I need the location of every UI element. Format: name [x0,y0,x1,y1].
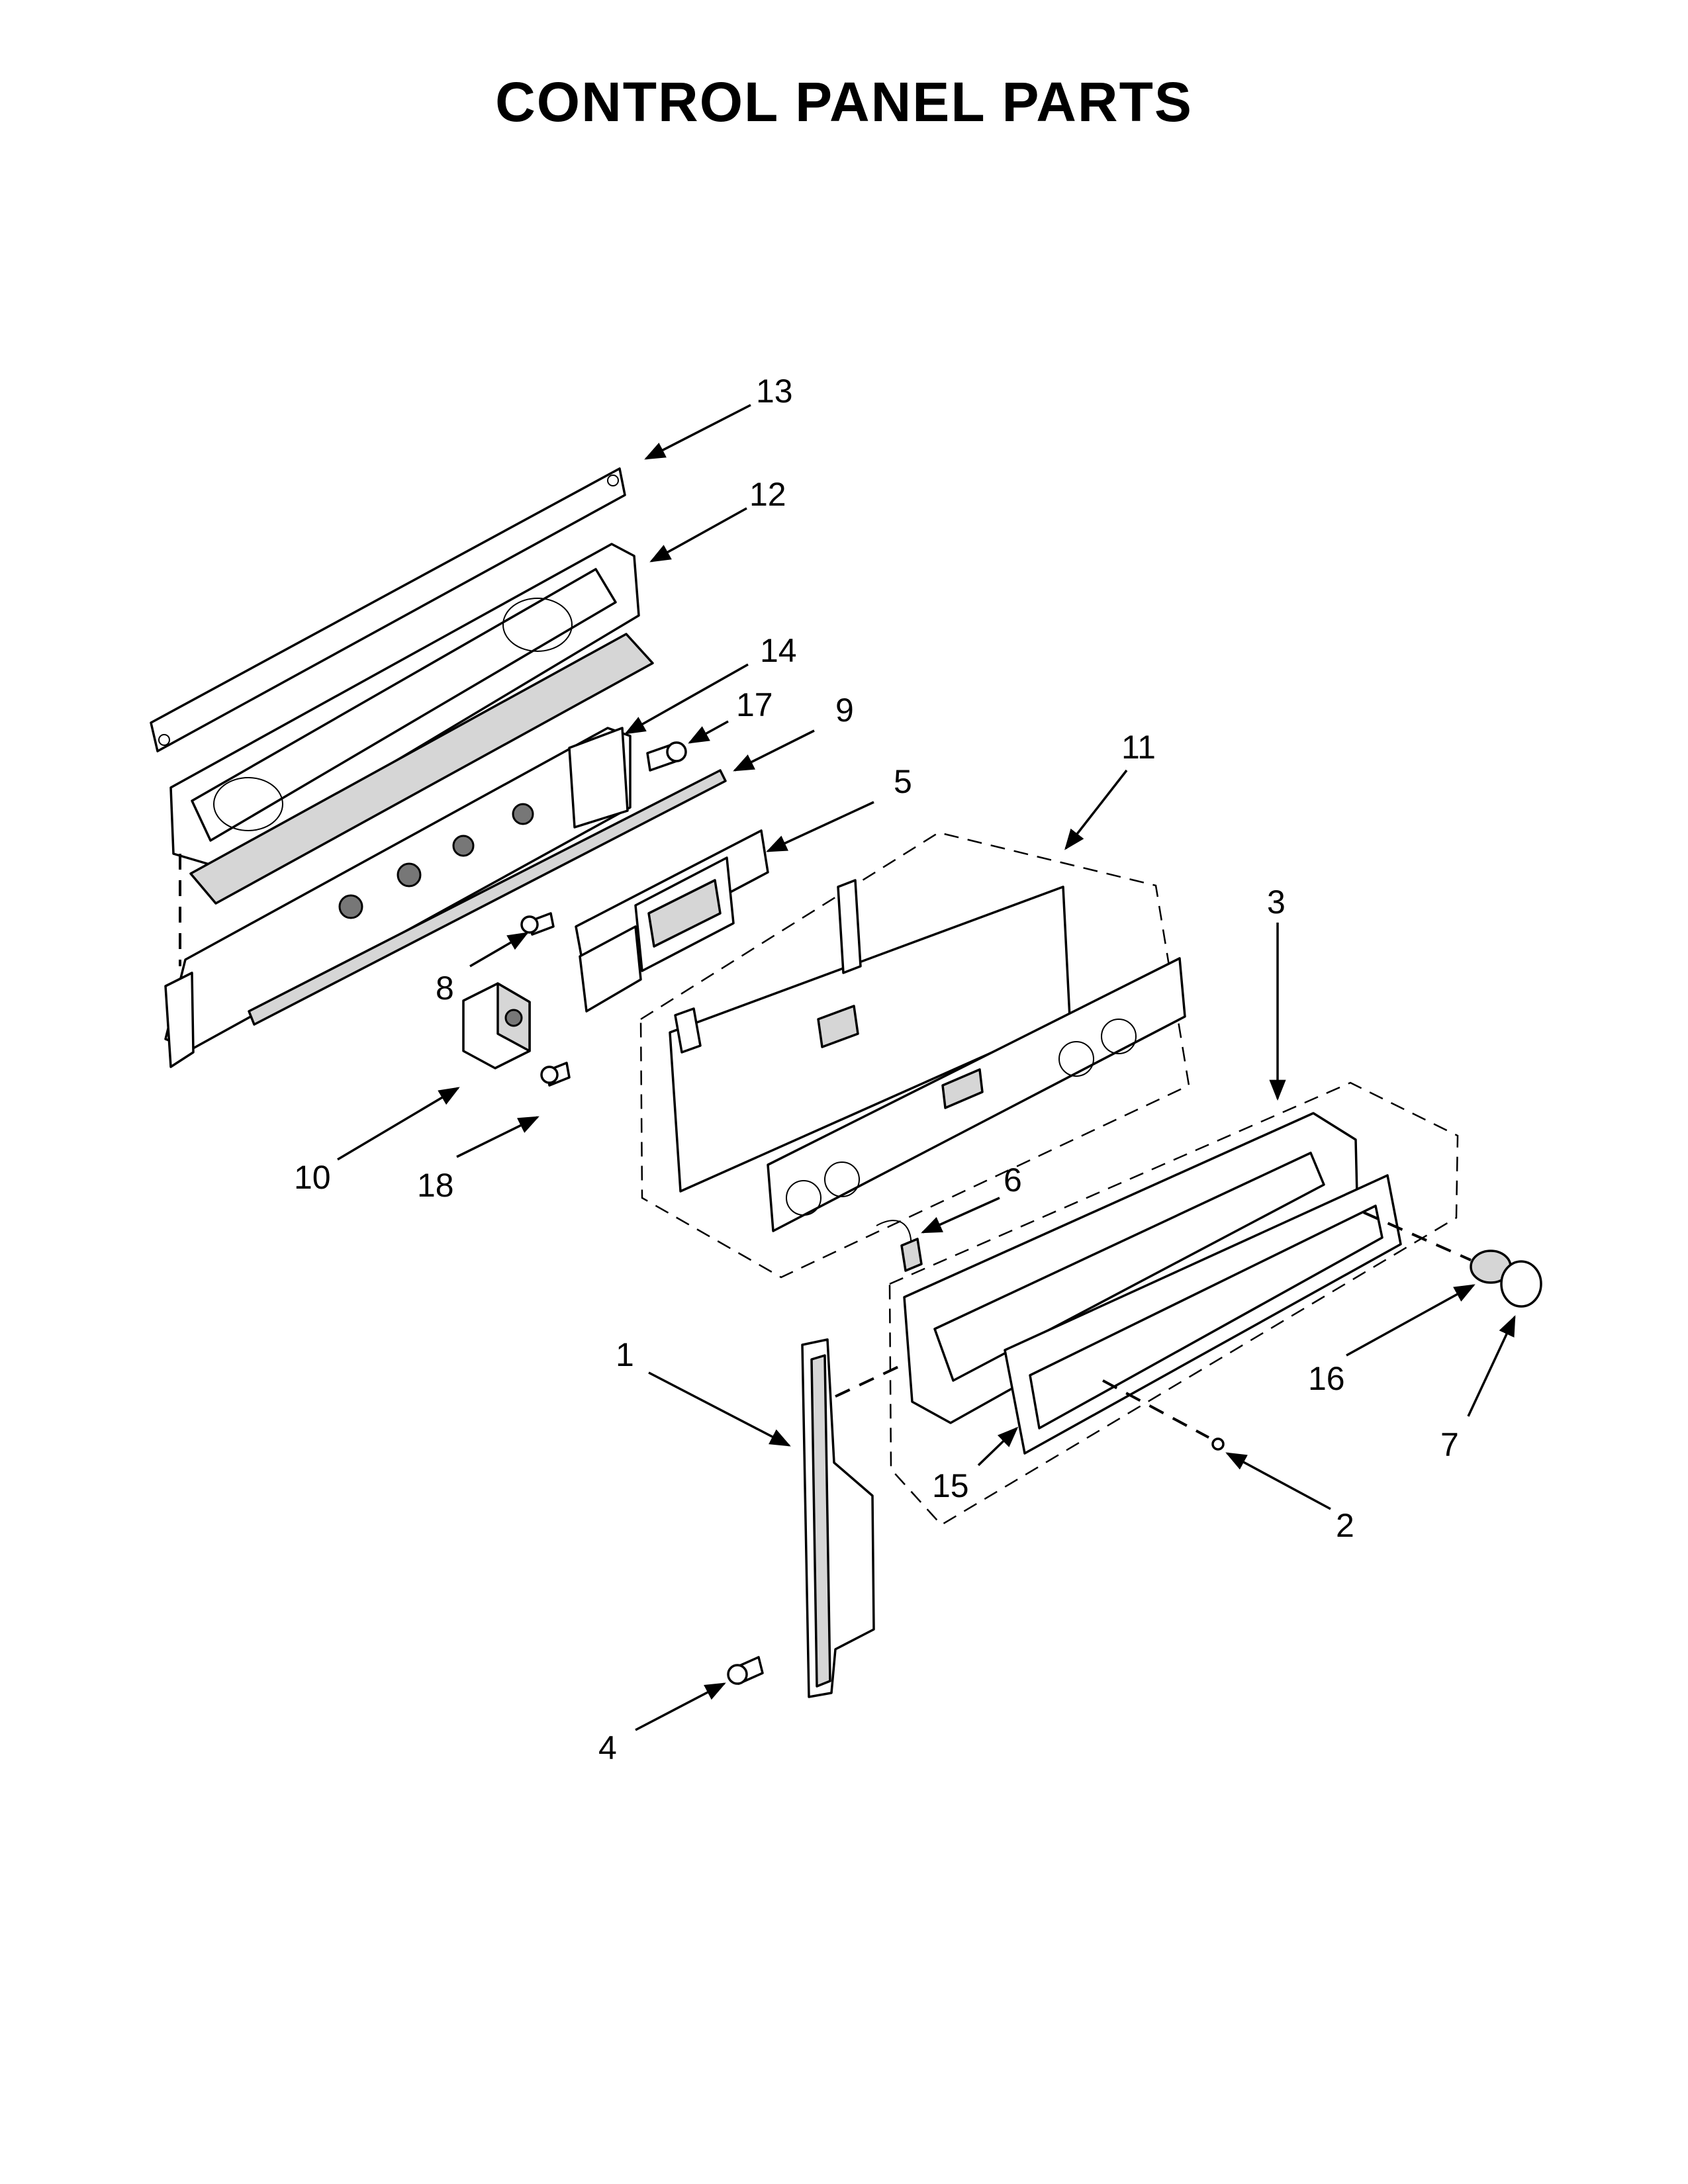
callout-2: 2 [1225,1452,1354,1544]
part-12-control-housing [169,543,654,905]
callout-label: 7 [1440,1426,1459,1463]
callout-label: 13 [756,373,793,410]
callout-label: 15 [932,1467,969,1504]
part-17-screw [646,741,687,772]
callout-13: 13 [644,373,793,460]
part-9-rail [248,769,727,1026]
callout-label: 3 [1267,884,1286,921]
part-4-screw [727,1656,764,1685]
part-11-graphic-panel [767,957,1186,1232]
part-3-group-outline [888,1081,1459,1526]
callout-10: 10 [294,1087,460,1196]
part-5-control-board [575,829,769,1013]
callout-label: 8 [436,970,454,1007]
callout-label: 6 [1004,1161,1022,1199]
part-10-switch [462,982,531,1069]
part-11-group-outline [639,831,1190,1279]
part-16-7-knob [1363,1211,1542,1308]
callout-16: 16 [1308,1284,1476,1397]
part-2-screw [1102,1379,1225,1451]
callout-label: 18 [417,1167,454,1204]
callout-12: 12 [649,476,786,563]
callout-label: 12 [749,476,786,513]
part-6-wire-harness [876,1220,923,1272]
part-13-gasket [150,467,626,752]
callout-17: 17 [688,686,773,744]
callout-label: 11 [1121,729,1156,766]
callout-3: 3 [1267,884,1286,1101]
callout-8: 8 [436,932,529,1007]
callout-7: 7 [1440,1315,1516,1463]
callout-label: 2 [1336,1507,1354,1544]
diagram-title: CONTROL PANEL PARTS [495,71,1193,133]
part-15-frame [1004,1174,1402,1455]
part-14-bracket [164,727,632,1068]
callout-15: 15 [932,1426,1019,1504]
part-8-screw [520,912,555,936]
callout-6: 6 [921,1161,1022,1234]
callout-label: 17 [736,686,773,723]
callout-label: 16 [1308,1360,1345,1397]
callout-label: 9 [835,692,854,729]
part-18-screw [540,1062,571,1087]
callout-1: 1 [616,1336,791,1447]
callout-11: 11 [1064,729,1156,850]
callout-label: 14 [760,632,797,669]
callout-label: 10 [294,1159,331,1196]
callout-label: 1 [616,1336,634,1373]
callout-18: 18 [417,1116,539,1204]
part-1-side-bracket [801,1338,904,1698]
callout-4: 4 [598,1682,726,1766]
callout-label: 5 [894,763,912,800]
part-11-console [669,879,1071,1193]
callout-9: 9 [733,692,854,772]
callout-14: 14 [624,632,797,735]
callout-5: 5 [766,763,912,852]
callout-label: 4 [598,1729,617,1766]
